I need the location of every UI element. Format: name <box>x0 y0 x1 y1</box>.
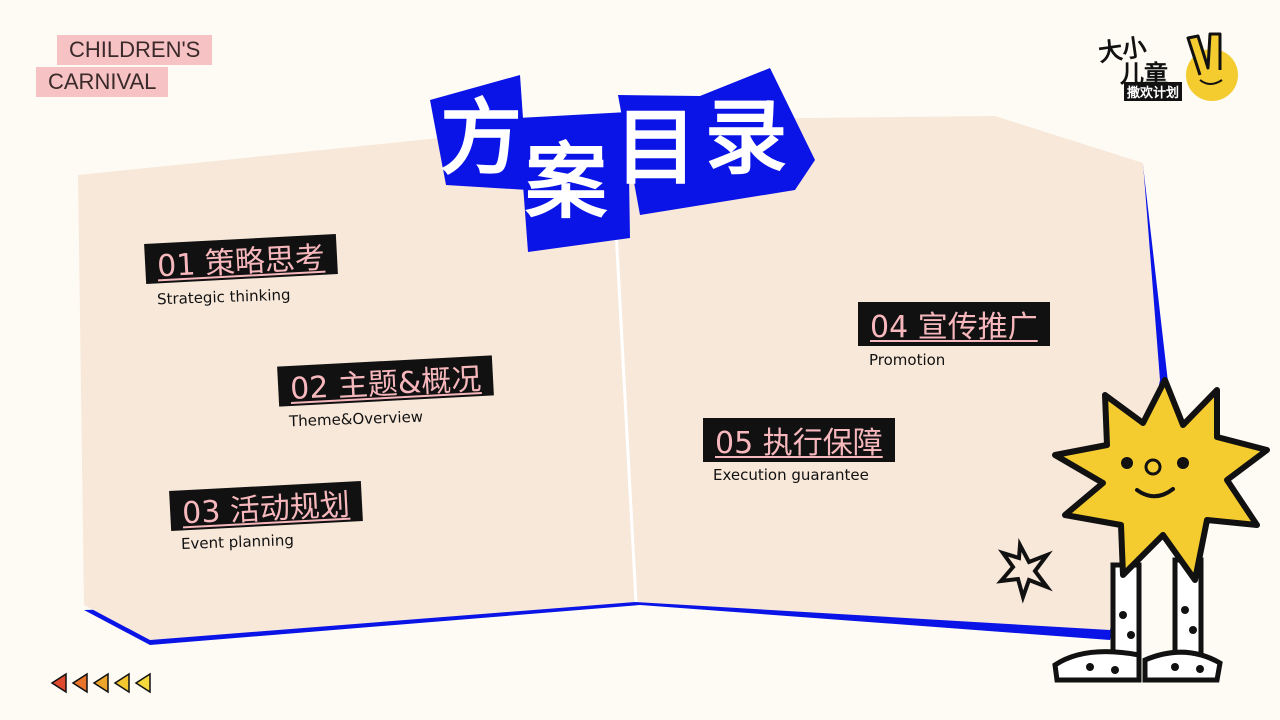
book-spine <box>614 229 638 603</box>
big-star <box>1052 377 1270 583</box>
book-right-page <box>615 116 1160 630</box>
menu-item-01[interactable]: 01 策略思考 <box>144 234 338 284</box>
title-char-1: 方 <box>440 91 523 186</box>
title-blob-1 <box>430 75 528 190</box>
title-char-3: 目 <box>615 101 698 196</box>
menu-item-04[interactable]: 04 宣传推广 <box>858 302 1050 346</box>
brand-line-2: CARNIVAL <box>36 67 169 97</box>
menu-item-01-label: 01 策略思考 <box>156 240 326 285</box>
menu-item-05-label: 05 执行保障 <box>715 426 883 461</box>
triangle-left-icon <box>71 672 88 694</box>
menu-item-02[interactable]: 02 主题&概况 <box>277 355 495 407</box>
menu-item-04-subtitle: Promotion <box>869 351 946 369</box>
menu-item-05-subtitle: Execution guarantee <box>713 466 869 484</box>
title-char-4: 录 <box>705 91 788 186</box>
brand-line-1: CHILDREN'S <box>57 35 213 65</box>
menu-item-03-label: 03 活动规划 <box>181 487 351 532</box>
menu-item-05[interactable]: 05 执行保障 <box>703 418 895 462</box>
triangle-left-icon <box>134 672 151 694</box>
title-blob-3 <box>618 68 815 215</box>
event-logo: 大小 儿童 撒欢计划 <box>1097 30 1248 105</box>
menu-item-03[interactable]: 03 活动规划 <box>169 481 363 531</box>
small-star <box>996 537 1053 604</box>
logo-text-line-3: 撒欢计划 <box>1124 82 1183 101</box>
nav-arrows <box>50 672 151 694</box>
peace-hand-icon <box>1186 32 1238 101</box>
title-blob-2 <box>518 112 630 252</box>
triangle-left-icon <box>50 672 67 694</box>
title-char-2: 案 <box>525 135 608 230</box>
triangle-left-icon <box>113 672 130 694</box>
menu-item-04-label: 04 宣传推广 <box>870 310 1038 345</box>
triangle-left-icon <box>92 672 109 694</box>
star-character-illustration <box>996 377 1270 683</box>
